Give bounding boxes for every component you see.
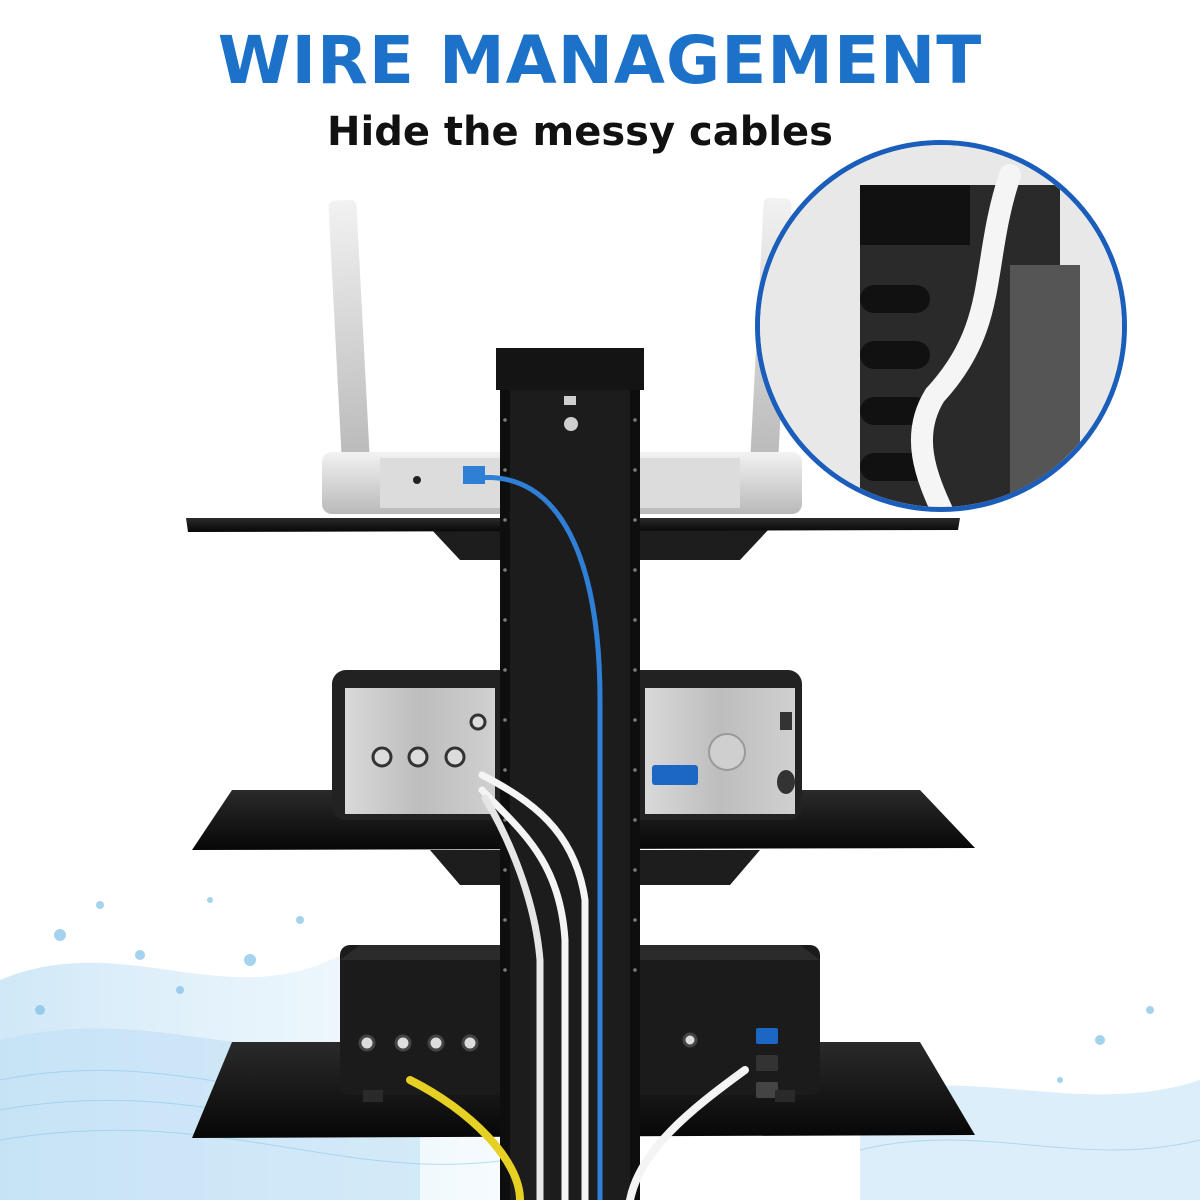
center-pole [496,348,644,1200]
white-cable-4 [626,1066,749,1200]
headline: WIRE MANAGEMENT [217,22,983,99]
white-cable-2 [478,786,569,1200]
cable-clip-closeup [760,145,1122,507]
blue-cable [475,475,603,1200]
white-cable-3 [481,794,544,1200]
zoom-detail-icon [755,140,1127,512]
cables [406,475,749,1200]
subheadline: Hide the messy cables [327,109,833,155]
yellow-cable [406,1076,524,1200]
white-cable-1 [478,771,589,1200]
